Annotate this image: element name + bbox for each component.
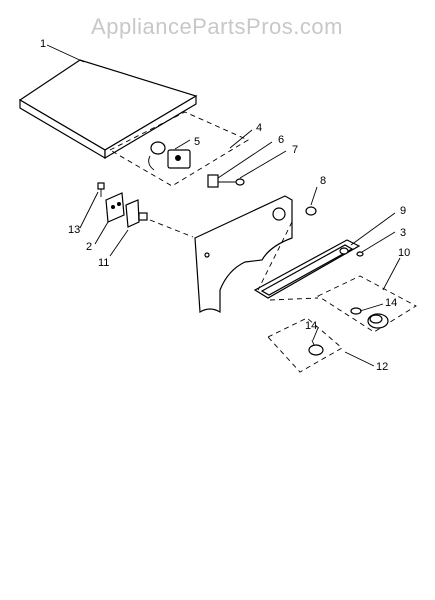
pin-8	[305, 206, 317, 216]
callout-4: 4	[256, 122, 262, 134]
dashed-group-4	[109, 111, 249, 187]
washer-3	[356, 251, 364, 257]
callout-12: 12	[376, 361, 388, 373]
callout-14-lower: 14	[305, 320, 317, 332]
callout-8: 8	[320, 175, 326, 187]
round-knob	[308, 339, 324, 356]
watermark-logo: AppliancePartsPros.com	[91, 14, 343, 39]
timer-switch	[148, 141, 191, 171]
callout-7: 7	[292, 144, 298, 156]
bracket-assembly	[207, 174, 245, 188]
callout-3: 3	[400, 227, 406, 239]
hinge-hardware	[97, 182, 148, 228]
control-strip	[253, 239, 361, 299]
dashed-group-12	[267, 317, 343, 373]
callout-9: 9	[400, 205, 406, 217]
callout-14-upper: 14	[385, 297, 397, 309]
knob-assembly	[350, 307, 389, 329]
dashed-group-10	[317, 275, 417, 333]
top-panel	[18, 59, 198, 160]
callout-2: 2	[86, 241, 92, 253]
callout-5: 5	[194, 136, 200, 148]
callout-labels: 1 2 3 4 5 6 7 8 9 10 11 12 13 14 14	[40, 38, 410, 373]
callout-11: 11	[98, 257, 109, 269]
callout-1: 1	[40, 38, 46, 50]
leader-lines	[46, 44, 401, 367]
callout-6: 6	[278, 134, 284, 146]
callout-10: 10	[398, 247, 410, 259]
callout-13: 13	[68, 224, 80, 236]
console-panel	[194, 195, 293, 314]
